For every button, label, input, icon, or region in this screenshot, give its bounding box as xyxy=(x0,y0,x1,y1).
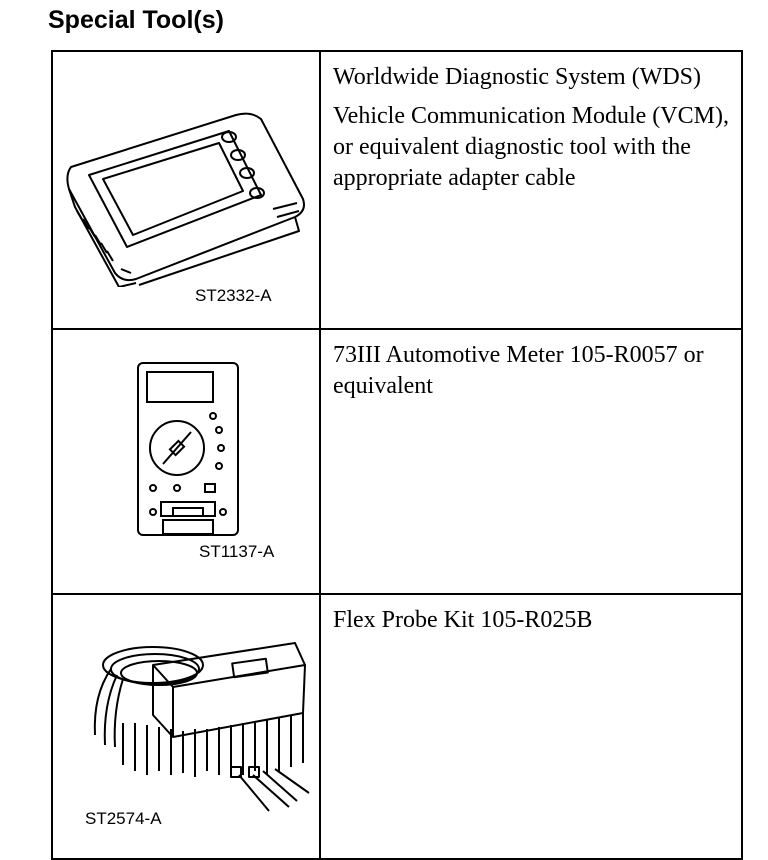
page-heading: Special Tool(s) xyxy=(48,6,224,34)
tool-row: ST2332-A Worldwide Diagnostic System (WD… xyxy=(51,50,743,330)
tool-description-line: Worldwide Diagnostic System (WDS) xyxy=(333,64,702,90)
tool-description-line: Vehicle Communication Module (VCM), or e… xyxy=(333,103,729,191)
special-tools-table: ST2332-A Worldwide Diagnostic System (WD… xyxy=(51,50,743,860)
flex-probe-kit-illustration xyxy=(93,642,310,812)
tool-description-cell: 73III Automotive Meter 105-R0057 or equi… xyxy=(319,328,743,595)
wds-scan-tool-illustration xyxy=(66,112,305,287)
tool-description-cell: Flex Probe Kit 105-R025B xyxy=(319,593,743,860)
tool-illustration-cell: ST2332-A xyxy=(51,50,321,330)
tool-illustration-cell: ST1137-A xyxy=(51,328,321,595)
tool-description-line: Flex Probe Kit 105-R025B xyxy=(333,607,593,633)
tool-row: ST1137-A 73III Automotive Meter 105-R005… xyxy=(51,328,743,595)
tool-row: ST2574-A Flex Probe Kit 105-R025B xyxy=(51,593,743,860)
multimeter-illustration xyxy=(137,362,239,536)
tool-description-line: 73III Automotive Meter 105-R0057 or equi… xyxy=(333,342,704,399)
tool-description-cell: Worldwide Diagnostic System (WDS) Vehicl… xyxy=(319,50,743,330)
tool-illustration-cell: ST2574-A xyxy=(51,593,321,860)
tool-code: ST1137-A xyxy=(199,542,275,561)
tool-code: ST2332-A xyxy=(195,286,272,305)
tool-code: ST2574-A xyxy=(85,809,162,828)
